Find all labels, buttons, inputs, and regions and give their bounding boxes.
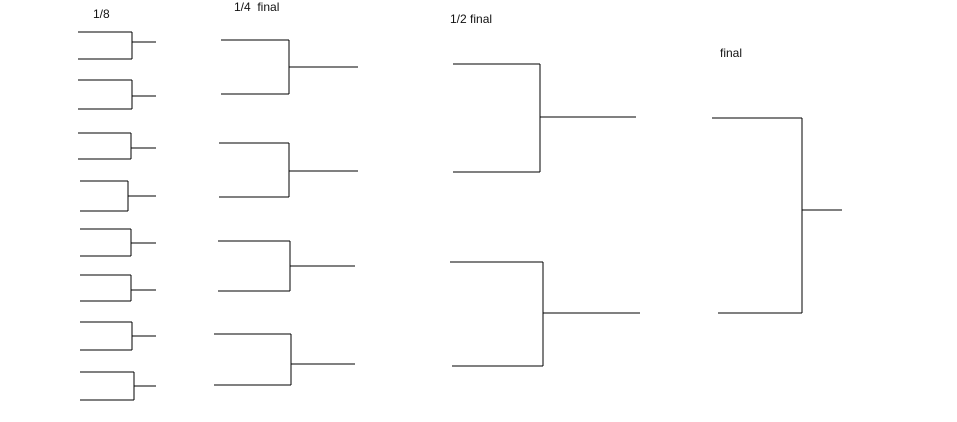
- round-label-eighth: 1/8: [93, 7, 110, 21]
- round-label-quarter-final: 1/4 final: [234, 0, 280, 14]
- round-label-semi-final: 1/2 final: [450, 12, 493, 26]
- round-label-final: final: [720, 46, 743, 60]
